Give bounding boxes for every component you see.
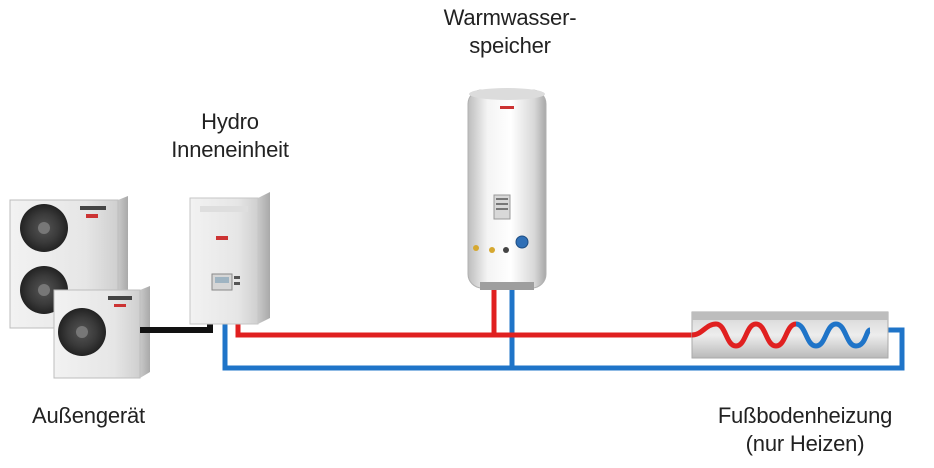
hydro-unit-label: Hydro Inneneinheit — [140, 108, 320, 164]
hydro-unit-label-line1: Hydro — [201, 109, 259, 134]
return-pipe — [222, 322, 905, 371]
outdoor-unit-label: Außengerät — [32, 403, 145, 428]
floor-heating-coil-hot — [691, 321, 797, 349]
storage-tank-label-line1: Warmwasser- — [443, 5, 577, 30]
refrigerant-pipe — [140, 322, 213, 333]
pipes — [140, 290, 905, 371]
hot-water-storage-tank — [467, 88, 547, 290]
supply-pipe — [235, 322, 692, 338]
floor-heating-coil-cold — [795, 321, 872, 349]
storage-tank-label: Warmwasser- speicher — [400, 4, 620, 60]
floor-heating-panel — [691, 311, 889, 359]
floor-heating-label-line1: Fußbodenheizung — [717, 403, 893, 428]
hydro-unit-label-line2: Inneneinheit — [171, 137, 289, 162]
outdoor-unit-small — [53, 286, 150, 379]
outdoor-units — [9, 196, 150, 379]
floor-heating-label: Fußbodenheizung (nur Heizen) — [700, 402, 910, 458]
hydro-indoor-unit — [189, 192, 270, 325]
floor-heating-label-line2: (nur Heizen) — [745, 431, 865, 456]
storage-tank-label-line2: speicher — [469, 33, 551, 58]
